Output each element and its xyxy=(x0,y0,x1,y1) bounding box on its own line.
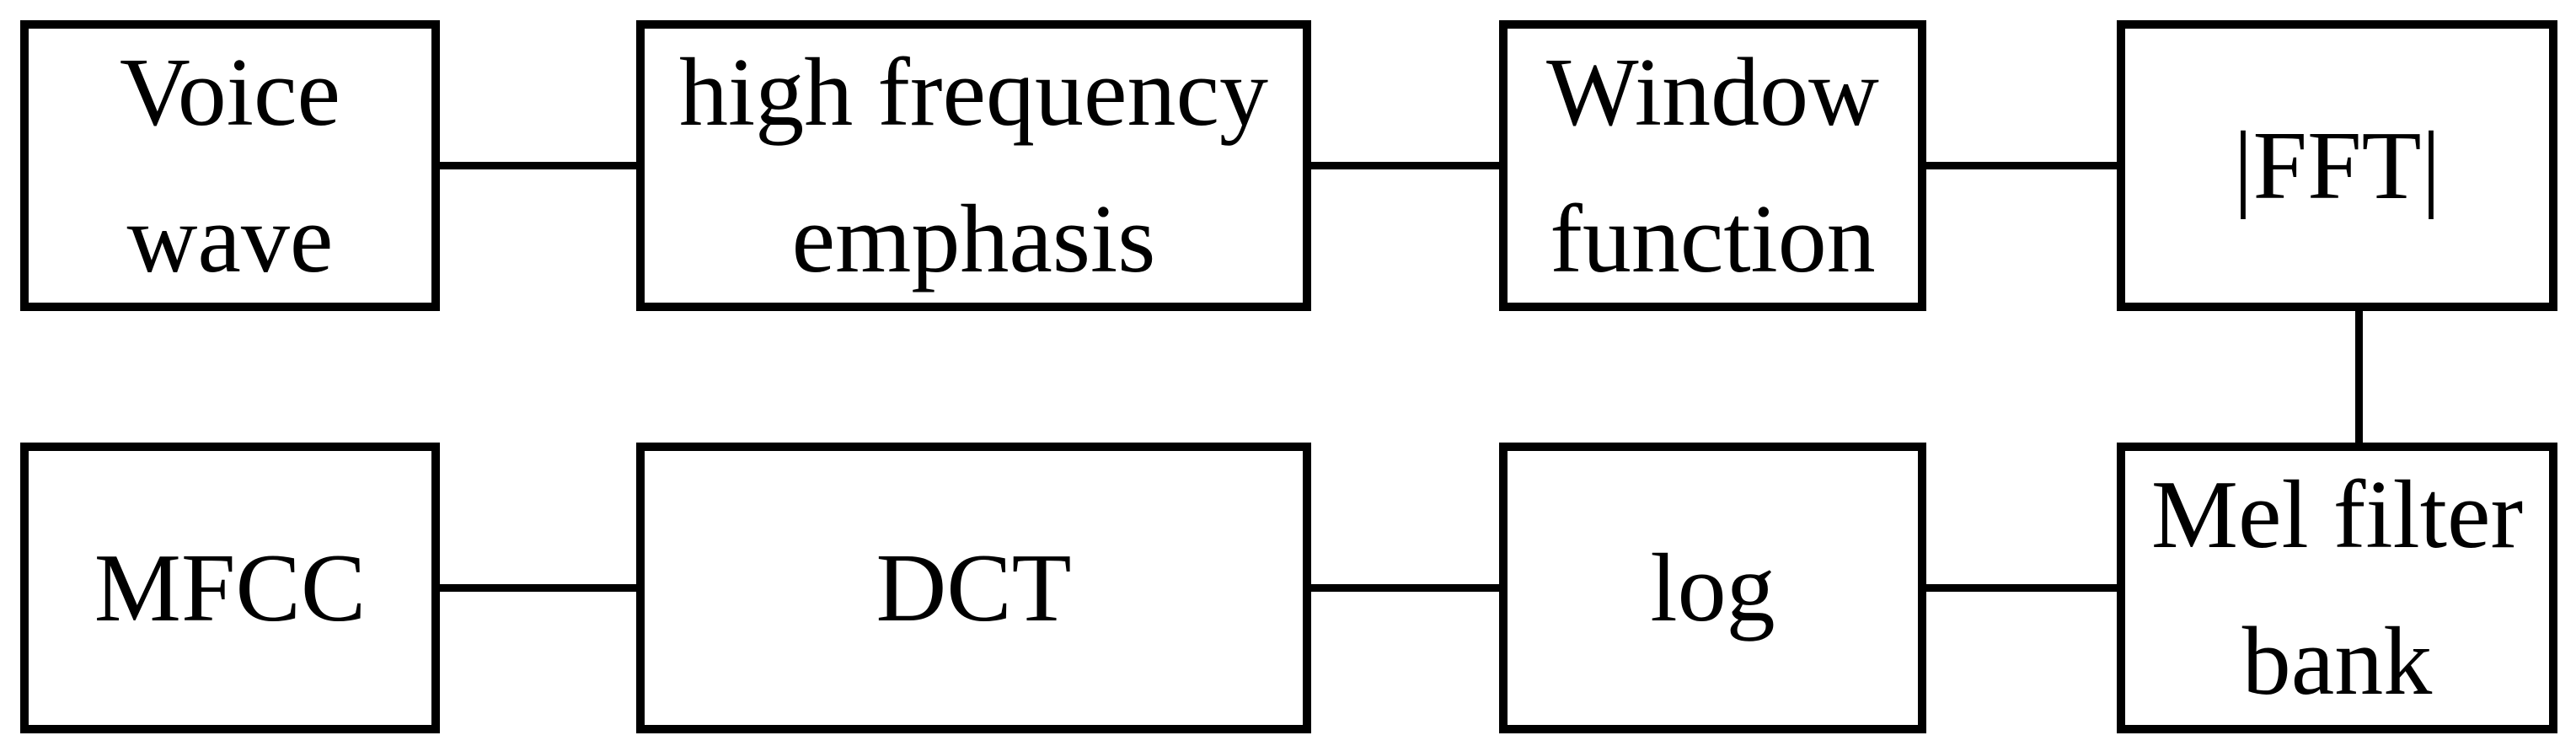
node-mel-filter-bank-label-line1: Mel filter xyxy=(2150,460,2524,569)
node-voice-wave: Voice wave xyxy=(20,20,440,311)
node-mel-filter-bank-label-line2: bank xyxy=(2241,607,2433,716)
node-high-frequency-emphasis: high frequency emphasis xyxy=(636,20,1311,311)
node-mfcc: MFCC xyxy=(20,443,440,733)
node-mel-filter-bank: Mel filter bank xyxy=(2117,443,2557,733)
node-window-function-label-line2: function xyxy=(1550,185,1876,293)
node-high-frequency-emphasis-label-line2: emphasis xyxy=(791,185,1156,293)
connector-window-function-to-fft xyxy=(1921,162,2122,169)
node-dct-label: DCT xyxy=(876,534,1072,642)
node-log-label: log xyxy=(1650,534,1775,642)
node-window-function: Window function xyxy=(1499,20,1926,311)
connector-high-frequency-emphasis-to-window-function xyxy=(1306,162,1504,169)
node-log: log xyxy=(1499,443,1926,733)
connector-log-to-dct xyxy=(1306,584,1504,592)
node-fft-label: |FFT| xyxy=(2233,111,2441,220)
connector-mel-filter-bank-to-log xyxy=(1921,584,2122,592)
node-dct: DCT xyxy=(636,443,1311,733)
node-window-function-label-line1: Window xyxy=(1546,38,1879,147)
node-voice-wave-label-line2: wave xyxy=(126,185,334,293)
node-fft: |FFT| xyxy=(2117,20,2557,311)
connector-fft-to-mel-filter-bank xyxy=(2355,303,2363,447)
connector-voice-wave-to-high-frequency-emphasis xyxy=(434,162,640,169)
node-voice-wave-label-line1: Voice xyxy=(119,38,341,147)
node-high-frequency-emphasis-label-line1: high frequency xyxy=(679,38,1268,147)
connector-dct-to-mfcc xyxy=(434,584,640,592)
node-mfcc-label: MFCC xyxy=(94,534,367,642)
